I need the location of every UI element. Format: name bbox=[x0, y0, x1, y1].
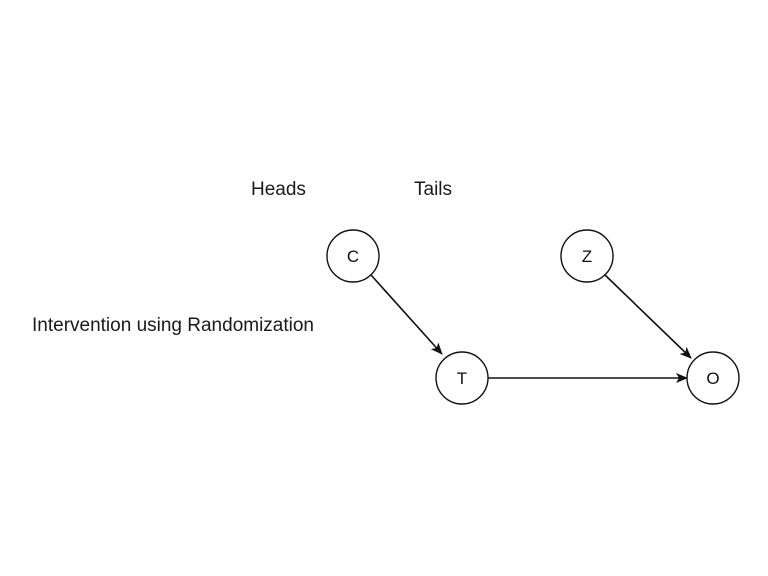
node-z-label: Z bbox=[582, 247, 592, 266]
heads-label: Heads bbox=[251, 179, 306, 200]
node-t: T bbox=[435, 351, 489, 405]
edge-c-to-t bbox=[370, 274, 443, 355]
intervention-label: Intervention using Randomization bbox=[32, 315, 315, 336]
edge-z-to-o bbox=[604, 274, 692, 359]
node-z: Z bbox=[560, 229, 614, 283]
node-t-label: T bbox=[457, 369, 467, 388]
node-c-label: C bbox=[347, 247, 359, 266]
node-o-label: O bbox=[706, 369, 719, 388]
tails-label: Tails bbox=[414, 179, 453, 200]
node-o: O bbox=[686, 351, 740, 405]
node-c: C bbox=[326, 229, 380, 283]
